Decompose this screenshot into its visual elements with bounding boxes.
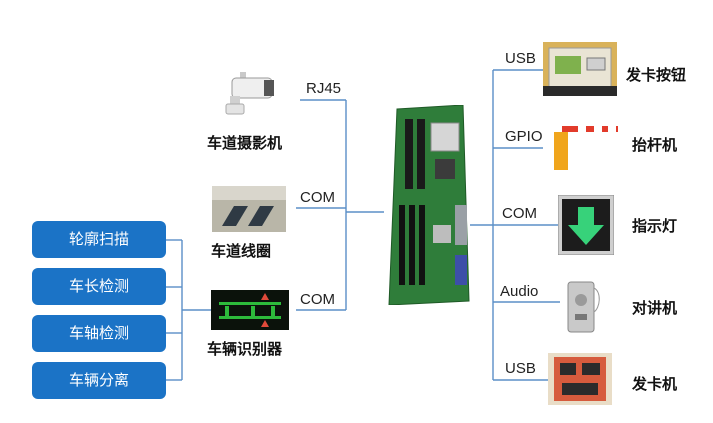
intercom-icon (567, 281, 600, 333)
function-button-length-detect: 车长检测 (32, 268, 166, 305)
motherboard-icon (388, 105, 470, 305)
device-label-vehicle-detector: 车辆识别器 (207, 340, 283, 358)
function-button-contour-scan: 轮廓扫描 (32, 221, 166, 258)
interface-label-usb-2: USB (505, 360, 536, 377)
barrier-gate-icon (554, 126, 618, 170)
interface-label-rj45: RJ45 (306, 80, 342, 97)
interface-label-usb-1: USB (505, 50, 536, 67)
function-button-axle-detect: 车轴检测 (32, 315, 166, 352)
card-dispenser-icon (548, 353, 612, 405)
device-label-indicator-light: 指示灯 (632, 217, 678, 235)
device-label-camera: 车道摄影机 (207, 134, 283, 152)
interface-label-audio: Audio (500, 283, 539, 300)
function-button-vehicle-separation: 车辆分离 (32, 362, 166, 399)
device-label-barrier-gate: 抬杆机 (632, 136, 678, 154)
loop-coil-icon (212, 186, 286, 232)
indicator-light-icon (558, 195, 614, 255)
card-button-icon (543, 42, 617, 96)
device-label-intercom: 对讲机 (632, 299, 678, 317)
interface-label-com-right: COM (502, 205, 537, 222)
device-label-card-button: 发卡按钮 (626, 66, 687, 84)
vehicle-detector-icon (211, 290, 289, 330)
device-label-card-dispenser: 发卡机 (632, 375, 678, 393)
interface-label-gpio: GPIO (505, 128, 543, 145)
camera-icon (225, 72, 274, 115)
interface-label-com-loop: COM (300, 189, 335, 206)
device-label-loop-coil: 车道线圈 (211, 242, 272, 260)
interface-label-com-detector: COM (300, 291, 335, 308)
